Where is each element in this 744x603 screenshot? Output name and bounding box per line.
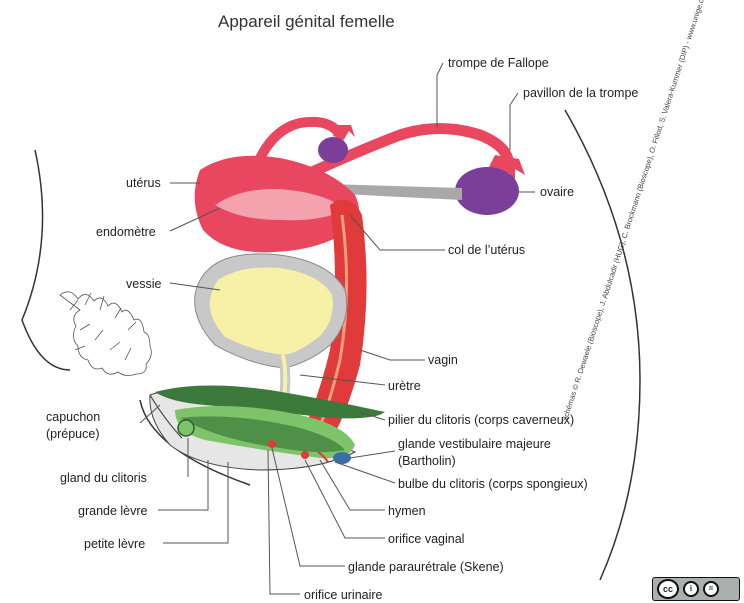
label-hymen: hymen: [388, 503, 426, 519]
label-bladder: vessie: [126, 276, 161, 292]
pubic-hair: [60, 292, 151, 376]
label-cervix: col de l’utérus: [448, 242, 525, 258]
vaginal-opening: [301, 451, 309, 459]
thigh-outline: [565, 110, 640, 580]
body-outline: [22, 150, 70, 370]
clitoris-glans: [178, 420, 194, 436]
license-badge[interactable]: cc i =: [652, 577, 740, 601]
label-labia-majora: grande lèvre: [78, 503, 148, 519]
label-bartholin-gland: glande vestibulaire majeure: [398, 436, 551, 452]
label-urinary-opening: orifice urinaire: [304, 587, 383, 603]
label-clitoris-crus: pilier du clitoris (corps caverneux): [388, 412, 574, 428]
label-hood: capuchon: [46, 409, 100, 425]
ovary-left: [318, 137, 348, 163]
label-fallopian-tube: trompe de Fallope: [448, 55, 549, 71]
skene-gland: [268, 440, 276, 448]
label-labia-minora: petite lèvre: [84, 536, 145, 552]
label-clitoris-bulb: bulbe du clitoris (corps spongieux): [398, 476, 588, 492]
label-urethra: urètre: [388, 378, 421, 394]
label-uterus: utérus: [126, 175, 161, 191]
no-derivatives-icon: =: [703, 581, 719, 597]
diagram-title: Appareil génital femelle: [218, 12, 395, 32]
cc-icon: cc: [657, 579, 679, 599]
label-vaginal-opening: orifice vaginal: [388, 531, 464, 547]
label-bartholin: (Bartholin): [398, 453, 456, 469]
label-ovary: ovaire: [540, 184, 574, 200]
label-vagina: vagin: [428, 352, 458, 368]
label-endometrium: endomètre: [96, 224, 156, 240]
attribution-icon: i: [683, 581, 699, 597]
label-prepuce: (prépuce): [46, 426, 100, 442]
label-skene-gland: glande paraurétrale (Skene): [348, 559, 504, 575]
label-clitoris-glans: gland du clitoris: [60, 470, 147, 486]
label-infundibulum: pavillon de la trompe: [523, 85, 638, 101]
ovary: [455, 167, 519, 215]
